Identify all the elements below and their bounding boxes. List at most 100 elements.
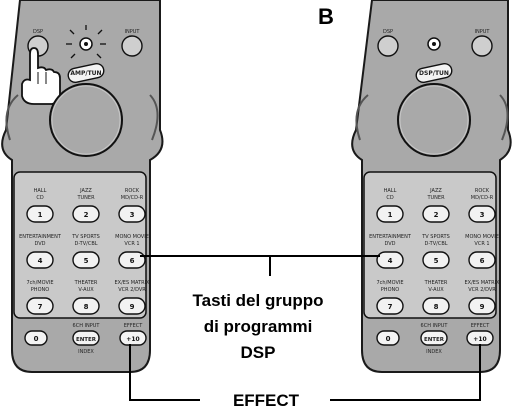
key-face[interactable]	[422, 297, 450, 315]
key-top-label: THEATER	[74, 280, 98, 286]
key-top-label: JAZZ	[429, 188, 442, 194]
key-face[interactable]	[468, 251, 496, 269]
index-label: INDEX	[78, 349, 94, 355]
key-face[interactable]	[72, 251, 100, 269]
group-label-line2: di programmi	[204, 317, 313, 336]
key-top-label: MONO MOVIE	[115, 234, 149, 240]
key-face[interactable]	[118, 251, 146, 269]
key-face[interactable]	[26, 251, 54, 269]
enter-button[interactable]	[72, 330, 100, 346]
group-label-line3: DSP	[241, 343, 276, 362]
zero-label-right: 0	[386, 335, 391, 343]
key-number: 6	[130, 257, 135, 265]
key-number: 3	[130, 211, 135, 219]
key-bottom-label: VCR 2/DVR	[118, 287, 146, 293]
plus10-label: +10	[126, 336, 139, 343]
input-label-right: INPUT	[475, 29, 491, 35]
sixch-input-label: 6CH INPUT	[73, 323, 101, 329]
key-face[interactable]	[72, 205, 100, 223]
key-face[interactable]	[422, 205, 450, 223]
key-bottom-label: MD/CD-R	[121, 195, 144, 201]
key-top-label: 7ch/MOVIE	[377, 280, 404, 286]
key-top-label: HALL	[34, 188, 47, 194]
dsp-label-right: DSP	[383, 29, 393, 35]
input-button-right[interactable]	[471, 35, 493, 57]
key-number: 9	[480, 303, 485, 311]
amp-tuner-button[interactable]: AMP/TUN	[67, 62, 105, 83]
zero-button-right[interactable]	[376, 330, 400, 346]
key-bottom-label: CD	[386, 195, 393, 201]
key-bottom-label: DVD	[384, 241, 395, 247]
key-number: 1	[38, 211, 43, 219]
indicator-light-icon	[66, 25, 106, 59]
key-face[interactable]	[376, 297, 404, 315]
key-top-label: HALL	[384, 188, 397, 194]
sixch-input-label-right: 6CH INPUT	[421, 323, 449, 329]
key-face[interactable]	[376, 251, 404, 269]
enter-button-right[interactable]	[420, 330, 448, 346]
dsp-tuner-label: DSP/TUN	[419, 70, 449, 77]
key-top-label: ROCK	[125, 188, 140, 194]
key-face[interactable]	[72, 297, 100, 315]
key-face[interactable]	[118, 297, 146, 315]
key-face[interactable]	[422, 251, 450, 269]
key-top-label: ROCK	[475, 188, 490, 194]
jog-dial-right[interactable]	[397, 83, 471, 157]
key-face[interactable]	[468, 205, 496, 223]
key-number: 2	[84, 211, 89, 219]
key-top-label: ENTERTAINMENT	[369, 234, 412, 240]
plus10-button[interactable]	[119, 330, 147, 346]
key-top-label: MONO MOVIE	[465, 234, 499, 240]
effect-label: EFFECT	[233, 391, 300, 409]
key-number: 7	[388, 303, 393, 311]
key-face[interactable]	[118, 205, 146, 223]
left-remote: DSP INPUT AMP/TUN	[1, 0, 164, 373]
plus10-label-right: +10	[473, 336, 486, 343]
panel-label: B	[318, 4, 334, 29]
key-face[interactable]	[26, 297, 54, 315]
key-bottom-label: MD/CD-R	[471, 195, 494, 201]
right-remote: DSP INPUT DSP/TUN HALLCD1JAZZTUNER2ROCKM…	[351, 0, 512, 373]
key-bottom-label: V-AUX	[428, 287, 444, 293]
key-bottom-label: PHONO	[381, 287, 399, 293]
key-top-label: EX/ES MATRIX	[465, 280, 501, 286]
jog-dial[interactable]	[49, 83, 123, 157]
group-label-line1: Tasti del gruppo	[193, 291, 324, 310]
input-button[interactable]	[121, 35, 143, 57]
key-number: 9	[130, 303, 135, 311]
dsp-tuner-button[interactable]: DSP/TUN	[415, 62, 453, 83]
key-face[interactable]	[26, 205, 54, 223]
key-face[interactable]	[376, 205, 404, 223]
effect-key-label-right: EFFECT	[471, 323, 491, 329]
key-bottom-label: D-TV/CBL	[424, 241, 447, 247]
key-face[interactable]	[468, 297, 496, 315]
key-bottom-label: VCR 1	[474, 241, 489, 247]
enter-label: ENTER	[76, 337, 97, 343]
dsp-button-right[interactable]	[377, 35, 399, 57]
amp-tuner-label: AMP/TUN	[70, 70, 101, 77]
indicator-light-icon	[427, 37, 441, 51]
key-number: 8	[434, 303, 439, 311]
effect-key-label: EFFECT	[124, 323, 144, 329]
zero-button[interactable]	[24, 330, 48, 346]
key-number: 7	[38, 303, 43, 311]
